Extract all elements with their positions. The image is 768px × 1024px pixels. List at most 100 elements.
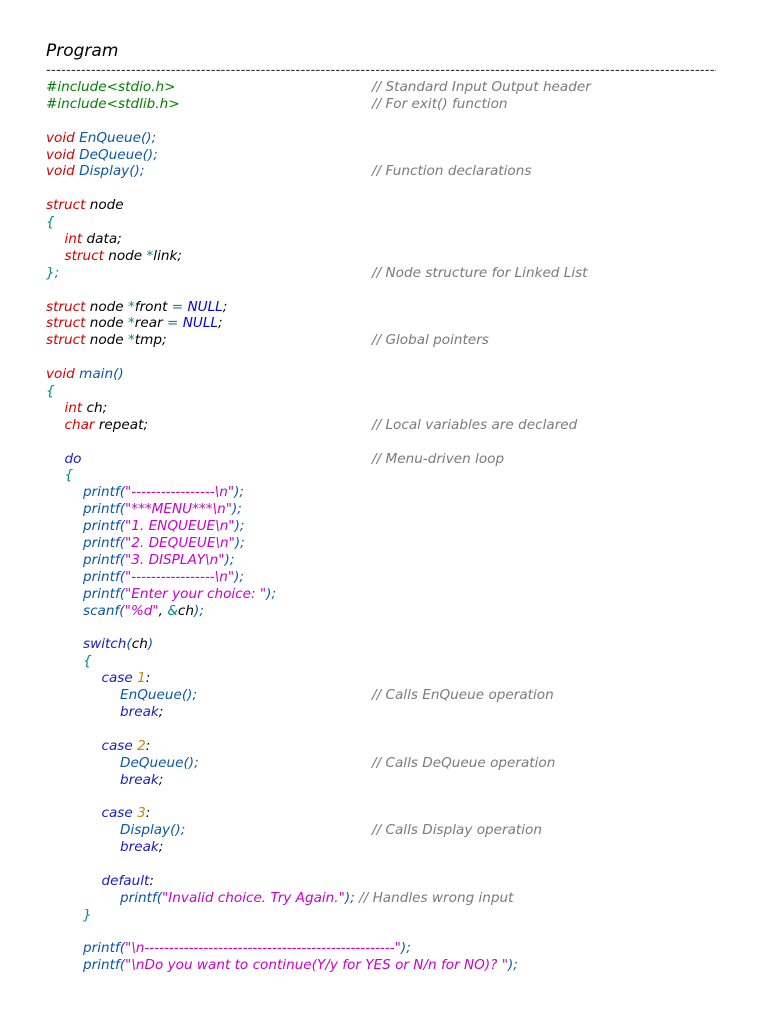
code-token: "-----------------\n" xyxy=(125,484,235,501)
code-text: struct node *rear = NULL; xyxy=(46,315,223,331)
code-token: 1 xyxy=(137,670,146,687)
code-token: = xyxy=(167,315,179,332)
code-token: * xyxy=(128,332,135,349)
code-text: Display(); xyxy=(46,822,185,838)
code-line xyxy=(46,721,726,738)
code-line: void DeQueue(); xyxy=(46,147,726,164)
code-token: printf( xyxy=(83,957,126,974)
code-token: NULL xyxy=(187,298,223,315)
code-line: char repeat;// Local variables are decla… xyxy=(46,417,726,434)
code-text: struct node *front = NULL; xyxy=(46,299,227,315)
code-token: ; xyxy=(158,703,164,720)
code-comment: // Calls DeQueue operation xyxy=(372,754,556,771)
code-line: printf("1. ENQUEUE\n"); xyxy=(46,518,726,535)
code-token: "3. DISPLAY\n" xyxy=(125,551,225,568)
code-text: printf("3. DISPLAY\n"); xyxy=(46,552,234,568)
code-token: * xyxy=(146,247,154,264)
code-token: struct xyxy=(46,298,86,315)
code-token: : xyxy=(145,670,151,687)
code-text: break; xyxy=(46,704,163,720)
code-line xyxy=(46,788,726,805)
code-comment: // Standard Input Output header xyxy=(372,79,591,95)
code-token: ); xyxy=(234,484,245,501)
code-token: ); xyxy=(234,518,245,535)
code-line: printf("\n------------------------------… xyxy=(46,940,726,957)
dashed-divider: ----------------------------------------… xyxy=(46,63,716,78)
code-token: ; xyxy=(222,298,228,315)
code-text: EnQueue(); xyxy=(46,687,197,703)
code-text: break; xyxy=(46,772,163,788)
code-text: } xyxy=(46,907,92,923)
code-token: ( xyxy=(126,636,132,653)
code-comment: // Menu-driven loop xyxy=(372,450,505,467)
code-line: break; xyxy=(46,772,726,789)
code-token: link; xyxy=(153,247,182,264)
code-comment: // For exit() function xyxy=(372,95,508,112)
code-line: struct node xyxy=(46,197,726,214)
code-token: data; xyxy=(82,231,122,248)
code-line: struct node *link; xyxy=(46,248,726,265)
code-listing: #include<stdio.h>// Standard Input Outpu… xyxy=(46,79,726,974)
code-token: ); xyxy=(234,535,245,552)
code-comment: // Node structure for Linked List xyxy=(372,264,588,281)
code-token: ); xyxy=(194,602,204,619)
code-token: EnQueue(); xyxy=(120,687,198,704)
code-token: Display(); xyxy=(79,163,145,180)
code-line: Display(); // Calls Display operation xyxy=(46,822,726,839)
code-token: "***MENU***\n" xyxy=(125,501,232,518)
code-text: void EnQueue(); xyxy=(46,130,156,146)
code-token: ); xyxy=(231,501,242,518)
code-token: "1. ENQUEUE\n" xyxy=(125,518,235,535)
code-token: { xyxy=(83,653,92,670)
code-token: int xyxy=(64,231,83,248)
code-text: break; xyxy=(46,839,163,855)
code-token: printf( xyxy=(83,940,126,957)
code-line: printf("-----------------\n"); xyxy=(46,484,726,501)
code-token: ch xyxy=(177,602,195,619)
code-token: } xyxy=(83,906,92,923)
code-token: do xyxy=(64,450,82,467)
code-token: struct xyxy=(46,315,86,332)
code-text: void Display(); xyxy=(46,163,144,179)
code-token: struct xyxy=(46,332,86,349)
code-text: printf("Invalid choice. Try Again."); //… xyxy=(46,890,514,906)
code-comment: // Calls Display operation xyxy=(372,822,542,839)
code-text: { xyxy=(46,653,92,669)
code-token: front xyxy=(134,298,172,315)
code-line: { xyxy=(46,214,726,231)
code-token: // Handles wrong input xyxy=(359,889,514,906)
code-token: & xyxy=(167,602,178,619)
code-text: printf("\n------------------------------… xyxy=(46,940,411,956)
code-text: case 2: xyxy=(46,738,151,754)
code-line: printf("\nDo you want to continue(Y/y fo… xyxy=(46,957,726,974)
code-line: #include<stdlib.h>// For exit() function xyxy=(46,96,726,113)
code-token: ); xyxy=(344,889,355,906)
code-token: break xyxy=(120,771,159,788)
code-line: void Display();// Function declarations xyxy=(46,163,726,180)
code-token: printf( xyxy=(120,889,163,906)
code-line: case 2: xyxy=(46,738,726,755)
code-token: case xyxy=(101,670,133,687)
code-token: ; xyxy=(158,771,164,788)
code-text: { xyxy=(46,214,55,230)
code-token: main() xyxy=(79,366,124,383)
code-token: ); xyxy=(224,551,235,568)
code-line: break; xyxy=(46,839,726,856)
code-token: EnQueue(); xyxy=(79,129,157,146)
code-token: ); xyxy=(507,957,518,974)
code-text: printf("-----------------\n"); xyxy=(46,569,244,585)
code-token: 3 xyxy=(137,805,146,822)
code-line xyxy=(46,620,726,637)
code-token: printf( xyxy=(83,501,126,518)
code-comment: // Calls EnQueue operation xyxy=(372,687,554,704)
code-token: default xyxy=(101,872,150,889)
code-line: EnQueue(); // Calls EnQueue operation xyxy=(46,687,726,704)
code-line xyxy=(46,180,726,197)
code-token: , xyxy=(158,602,168,619)
code-line: struct node *rear = NULL; xyxy=(46,315,726,332)
code-text: do xyxy=(46,450,82,467)
code-token: case xyxy=(101,805,133,822)
code-line: printf("Invalid choice. Try Again."); //… xyxy=(46,890,726,907)
code-token: void xyxy=(46,146,75,163)
code-token: printf( xyxy=(83,551,126,568)
